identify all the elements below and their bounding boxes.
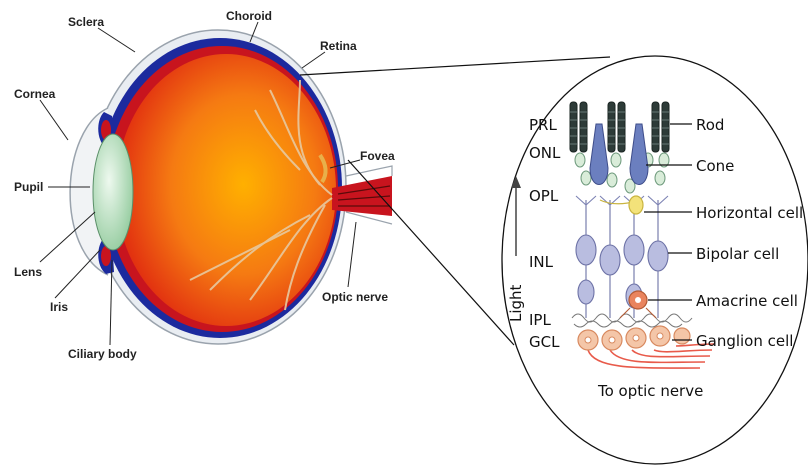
label-fovea: Fovea [360,149,395,163]
label-horizontal-cell: Horizontal cell [696,204,803,222]
zoom-line-bottom [348,160,514,345]
label-cornea: Cornea [14,87,56,101]
label-ciliary-body: Ciliary body [68,347,137,361]
label-sclera: Sclera [68,15,104,29]
label-cone: Cone [696,157,734,175]
label-light: Light [507,284,525,322]
label-pupil: Pupil [14,180,43,194]
label-ganglion-cell: Ganglion cell [696,332,793,350]
layer-gcl: GCL [529,333,560,351]
vitreous-body [116,54,336,326]
label-amacrine-cell: Amacrine cell [696,292,798,310]
layer-ipl: IPL [529,311,551,329]
zoom-line-top [300,57,610,75]
caption-to-optic-nerve: To optic nerve [597,382,703,400]
lens-shape [93,134,133,250]
layer-prl: PRL [529,116,557,134]
label-rod: Rod [696,116,724,134]
label-choroid: Choroid [226,9,272,23]
layer-onl: ONL [529,144,561,162]
label-retina: Retina [320,39,357,53]
rod-cells [570,102,669,152]
label-bipolar-cell: Bipolar cell [696,245,779,263]
layer-opl: OPL [529,187,559,205]
layer-inl: INL [529,253,554,271]
label-optic-nerve: Optic nerve [322,290,388,304]
label-lens: Lens [14,265,42,279]
label-iris: Iris [50,300,68,314]
retina-closeup: Light PRL ONL OPL INL IPL GCL Rod Cone H… [502,56,808,464]
